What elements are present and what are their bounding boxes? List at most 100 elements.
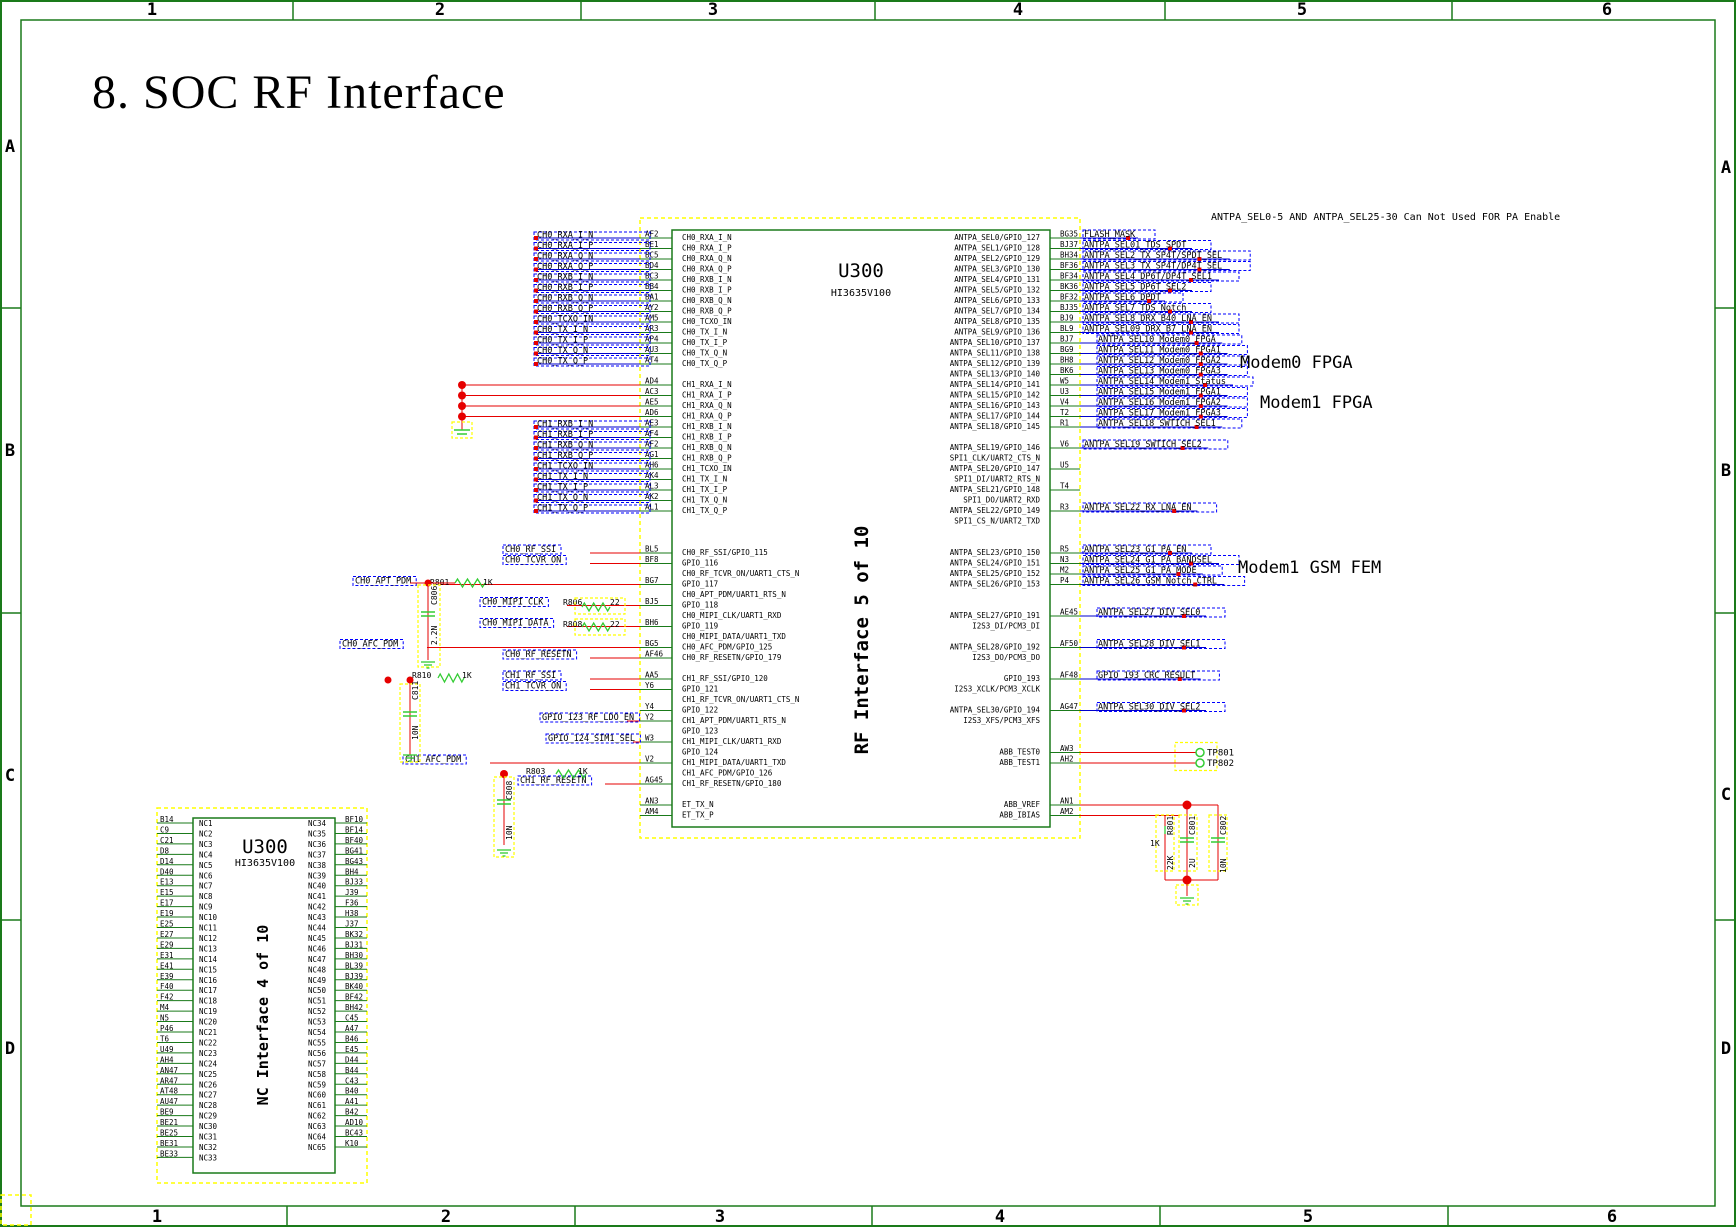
net-junction — [534, 456, 538, 461]
pin-number: AG45 — [645, 776, 663, 785]
pin-number: BF32 — [1060, 293, 1078, 302]
net-label: CH0_TX_Q_N — [537, 346, 588, 356]
pin-name: NC24 — [199, 1059, 218, 1068]
pin-name: CH1_TX_I_P — [682, 485, 728, 494]
nc-chip-part: HI3635V100 — [235, 858, 295, 869]
pin-name: CH0_TX_I_N — [682, 328, 727, 337]
net-flag — [533, 483, 651, 493]
pin-name: NC50 — [308, 986, 327, 995]
pin-name: NC52 — [308, 1007, 326, 1016]
pin-number: D14 — [160, 857, 174, 866]
pin-name: ANTPA_SEL27/GPIO_191 — [950, 611, 1040, 620]
column-label-top: 4 — [1013, 0, 1023, 20]
net-label: GPIO_193_CRC_RESULT — [1098, 671, 1195, 681]
pin-number: AD10 — [345, 1118, 364, 1127]
pin-number: E13 — [160, 878, 174, 887]
net-flag — [1096, 387, 1248, 397]
net-label: FLASH_MASK — [1084, 230, 1136, 240]
resistor-value: 22 — [610, 598, 620, 607]
net-label: CH0_TX_Q_P — [537, 357, 588, 367]
net-junction — [1177, 677, 1182, 681]
pin-name: CH1_RXB_Q_P — [682, 454, 732, 463]
pin-number: BG7 — [645, 576, 659, 585]
pin-name: ANTPA_SEL6/GPIO_133 — [954, 296, 1040, 305]
pin-number: B42 — [345, 1108, 359, 1117]
row-label-right: C — [1721, 785, 1731, 805]
pin-name: ET_TX_P — [682, 811, 714, 820]
pin-name: NC55 — [308, 1038, 326, 1047]
part-frame — [1174, 741, 1218, 772]
net-junction — [1197, 257, 1202, 261]
pin-name: NC51 — [308, 997, 326, 1006]
net-junction — [1189, 330, 1193, 335]
pin-number: V2 — [645, 755, 654, 764]
pin-number: BE9 — [160, 1108, 174, 1117]
net-label: CH0_RF_SSI — [505, 545, 556, 555]
modem1-gsm-label: Modem1 GSM FEM — [1238, 558, 1381, 578]
pin-name: CH1_TX_I_N — [682, 475, 727, 484]
resistor-value: 1K — [462, 671, 472, 680]
pin-number: BL39 — [345, 961, 363, 970]
chip-section: RF Interface 5 of 10 — [851, 526, 873, 755]
net-junction — [534, 425, 538, 429]
net-flag — [533, 273, 651, 283]
pin-number: U3 — [1060, 387, 1069, 396]
pin-name: I2S3_DI/PCM3_DI — [972, 622, 1040, 631]
pin-number: BJ39 — [345, 972, 363, 981]
pin-name: NC42 — [308, 903, 326, 912]
pin-name: CH1_RF_RESETN/GPIO_180 — [682, 779, 782, 788]
net-label: CH0_MIPI_DATA — [482, 619, 549, 629]
pin-name: CH1_RXB_I_P — [682, 433, 732, 442]
resistor-symbol — [454, 577, 486, 589]
pin-number: BK40 — [345, 982, 364, 991]
u300-nc-interface: U300 HI3635V100 NC Interface 4 of 10 B14… — [156, 807, 368, 1184]
net-junction — [1168, 246, 1172, 251]
net-flag — [402, 754, 467, 765]
row-label-right: A — [1721, 158, 1731, 178]
net-junction — [534, 309, 538, 314]
net-label: ANTPA_SEL24_G1_PA_BANDSEL — [1084, 556, 1212, 566]
net-flag — [502, 544, 562, 555]
resistor-value: 22 — [610, 620, 620, 629]
pin-name: ANTPA_SEL9/GPIO_136 — [954, 328, 1040, 337]
net-label: ANTPA_SEL15_Modem1_FPGA1 — [1098, 388, 1221, 398]
net-flag — [1082, 303, 1212, 313]
net-junction — [1198, 404, 1203, 408]
pin-name: GPIO_124 — [682, 748, 719, 757]
pin-name: NC17 — [199, 986, 217, 995]
pin-number: BJ33 — [345, 878, 363, 887]
pin-number: E41 — [160, 961, 174, 970]
net-flag — [1096, 408, 1248, 418]
net-flag — [1096, 366, 1248, 376]
net-flag — [1082, 555, 1240, 565]
net-label: ANTPA_SEL6_DPDT — [1084, 293, 1161, 303]
net-junction — [1189, 561, 1193, 566]
pin-number: BG5 — [645, 639, 659, 648]
net-label: ANTPA_SEL22_RX_LNA_EN — [1084, 503, 1191, 513]
pin-number: K10 — [345, 1139, 359, 1148]
pin-number: BF40 — [345, 836, 364, 845]
pin-number: AF48 — [1060, 671, 1079, 680]
net-label: CH1_TCVR_ON — [505, 682, 561, 692]
pin-name: CH1_RF_TCVR_ON/UART1_CTS_N — [682, 695, 799, 704]
part-frame — [574, 597, 626, 615]
pin-number: T2 — [1060, 408, 1069, 417]
resistor-ref: R808 — [563, 620, 582, 629]
capacitor-ref: C801 — [1188, 816, 1197, 835]
pin-number: BK6 — [1060, 366, 1074, 375]
pin-name: NC10 — [199, 913, 218, 922]
net-flag — [502, 681, 567, 691]
pin-name: ANTPA_SEL25/GPIO_152 — [950, 569, 1040, 578]
net-label: ANTPA_SEL10_Modem0_FPGA — [1098, 335, 1216, 345]
pin-name: ANTPA_SEL8/GPIO_135 — [954, 317, 1040, 326]
net-junction — [1172, 509, 1177, 513]
pin-number: AY2 — [645, 303, 659, 312]
pin-number: AE45 — [1060, 608, 1078, 617]
pin-number: U49 — [160, 1045, 174, 1054]
pin-number: J39 — [345, 888, 359, 897]
net-label: ANTPA_SEL17_Modem1_FPGA3 — [1098, 409, 1221, 419]
pin-number: M4 — [160, 1003, 170, 1012]
net-label: CH0_TX_I_N — [537, 325, 588, 335]
capacitor-value: 10N — [505, 825, 514, 840]
